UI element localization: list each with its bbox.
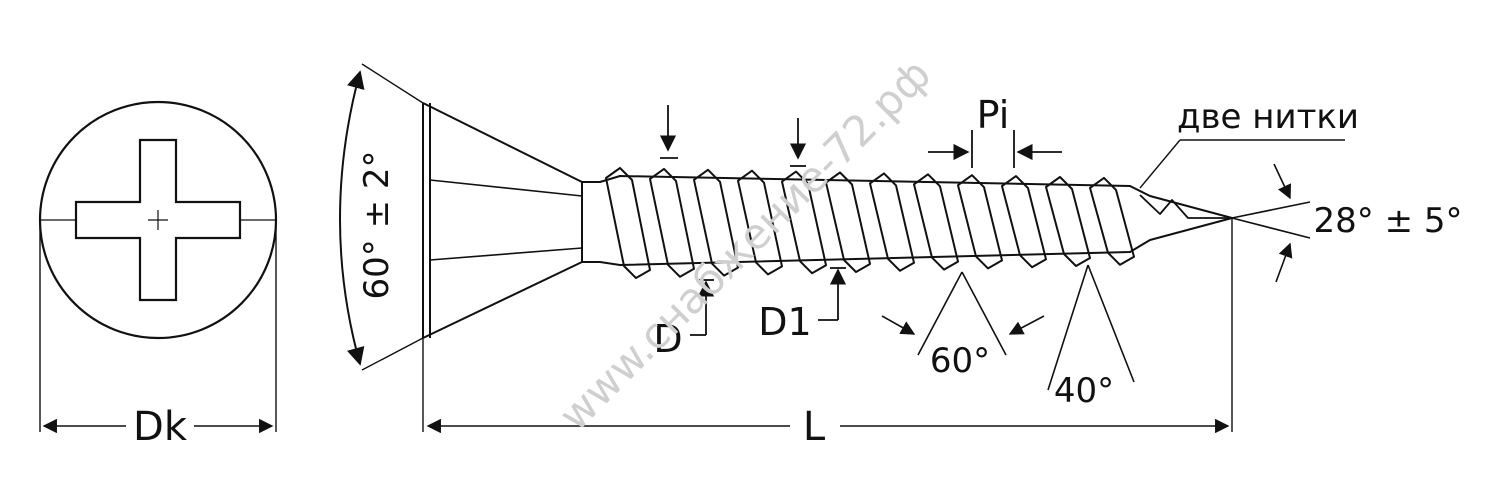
diameter-markers bbox=[659, 105, 847, 336]
l-label: L bbox=[803, 404, 826, 450]
pi-label: Pi bbox=[977, 93, 1010, 137]
thread-crest bbox=[605, 167, 651, 279]
d-label: D bbox=[653, 317, 682, 361]
watermark: www.снабжение-72.рф bbox=[549, 49, 940, 440]
thread-crest bbox=[1045, 176, 1091, 267]
thread-crest bbox=[649, 167, 695, 278]
tip-threads bbox=[1139, 194, 1232, 219]
thread-crest bbox=[957, 174, 1003, 270]
thread-crest bbox=[825, 171, 871, 273]
thread-crest bbox=[913, 173, 959, 271]
tip-40-label: 40° bbox=[1054, 371, 1114, 411]
point-angle-label: 28° ± 5° bbox=[1314, 201, 1463, 241]
two-threads-label: две нитки bbox=[1177, 97, 1359, 137]
head-angle-label: 60° ± 2° bbox=[357, 151, 397, 300]
thread-crest bbox=[781, 170, 827, 275]
head-top-view bbox=[38, 100, 278, 434]
thread-crest bbox=[869, 172, 915, 272]
d1-label: D1 bbox=[758, 300, 811, 344]
head-angle-dimension bbox=[339, 63, 424, 371]
countersunk-head bbox=[422, 102, 583, 339]
dk-label: Dk bbox=[133, 404, 188, 450]
phillips-cross bbox=[74, 138, 242, 302]
thread-crest bbox=[693, 168, 739, 277]
shank-outline bbox=[582, 175, 1233, 266]
pitch-dimension bbox=[928, 130, 1062, 168]
thread-angle-label: 60° bbox=[930, 341, 990, 381]
point-angle-dimension bbox=[1231, 163, 1311, 283]
thread-crest bbox=[737, 169, 783, 276]
thread-crest bbox=[1001, 175, 1047, 269]
tip-40-dimension bbox=[1047, 264, 1135, 391]
thread-crests bbox=[605, 167, 1135, 279]
length-dimension bbox=[422, 218, 1233, 434]
two-threads-callout bbox=[1139, 139, 1345, 189]
screw-side-view bbox=[422, 102, 1233, 339]
thread-crest bbox=[1089, 176, 1135, 266]
thread-angle-dimension bbox=[881, 271, 1045, 356]
